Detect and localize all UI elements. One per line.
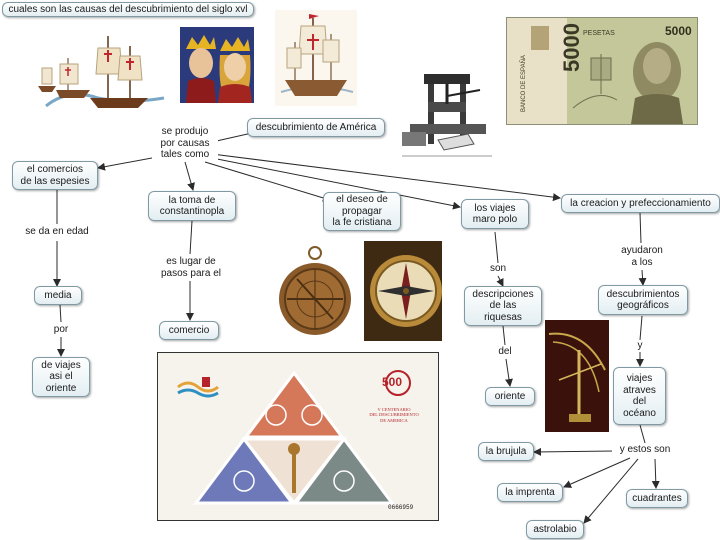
concept-descubrimientos-geograficos[interactable]: descubrimientos geográficos xyxy=(598,285,688,315)
link-phrase-es-lugar-de[interactable]: es lugar de pasos para el xyxy=(152,256,230,279)
concept-oriente[interactable]: oriente xyxy=(485,387,535,406)
banknote-currency: PESETAS xyxy=(583,30,615,37)
stamp-anniversary-mark: 500 xyxy=(382,375,403,389)
stamp-serial-number: 0666959 xyxy=(388,504,414,511)
link-descubrimientos-y xyxy=(639,315,643,341)
link-phrase-se-produjo[interactable]: se produjo por causas tales como xyxy=(152,126,218,161)
link-phrase-y-estos-son[interactable]: y estos son xyxy=(612,444,678,456)
concept-cuadrantes[interactable]: cuadrantes xyxy=(626,489,688,508)
link-phrase-ayudaron-a-los[interactable]: ayudaron a los xyxy=(612,245,672,268)
concept-comercio-de-especies[interactable]: el comercios de las espesies xyxy=(12,161,98,190)
banknote-bank-name: BANCO DE ESPAÑA xyxy=(521,55,527,112)
caravel-illustration xyxy=(275,10,357,106)
link-phrase-por[interactable]: por xyxy=(48,324,74,336)
concept-toma-de-constantinopla[interactable]: la toma de constantinopla xyxy=(148,191,236,221)
concept-viajes-marco-polo[interactable]: los viajes maro polo xyxy=(461,199,529,229)
catholic-monarchs-portrait xyxy=(180,27,254,103)
link-phrase-son[interactable]: son xyxy=(484,263,512,275)
concept-creacion-perfeccionamiento[interactable]: la creacion y prefeccionamiento xyxy=(561,194,720,213)
concept-astrolabio[interactable]: astrolabio xyxy=(526,520,584,539)
link-phrase-se-da-en-edad[interactable]: se da en edad xyxy=(18,226,96,238)
link-yestos-brujula xyxy=(533,447,615,456)
link-viajes-son xyxy=(494,231,499,264)
banknote-denomination-vertical: 5000 xyxy=(559,23,584,72)
link-media-por xyxy=(59,304,62,323)
link-viajes-yestos xyxy=(639,424,646,444)
banknote-5000-pesetas: BANCO DE ESPAÑA PESETAS 5000 5000 xyxy=(506,17,698,125)
link-yestos-imprenta xyxy=(563,457,631,488)
concept-la-imprenta[interactable]: la imprenta xyxy=(497,483,563,502)
concept-deseo-de-propagar-fe[interactable]: el deseo de propagar la fe cristiana xyxy=(323,192,401,231)
link-descripciones-del xyxy=(502,325,506,346)
link-ayudaron-descubrimientos xyxy=(638,269,647,286)
link-phrase-y[interactable]: y xyxy=(632,340,648,352)
link-del-oriente xyxy=(505,358,513,387)
stamp-caption: V CENTENARIO DEL DESCUBRIMIENTO DE AMERI… xyxy=(369,407,419,423)
commemorative-stamp-sheet: 500 V CENTENARIO DEL DESCUBRIMIENTO DE A… xyxy=(157,352,439,521)
link-root-phrase xyxy=(211,132,253,143)
concept-descripciones-riquezas[interactable]: descripciones de las riquesas xyxy=(464,286,542,326)
link-yestos-astrolabio xyxy=(583,458,639,524)
concept-map-title[interactable]: cuales son las causas del descubrimiento… xyxy=(2,2,254,17)
concept-la-brujula[interactable]: la brujula xyxy=(478,442,534,461)
printing-press-illustration xyxy=(398,70,496,162)
banknote-denomination: 5000 xyxy=(665,24,692,38)
link-yestos-cuadrantes xyxy=(651,458,660,489)
link-creacion-ayudaron xyxy=(639,212,642,244)
link-phrase-creacion xyxy=(211,153,561,202)
link-phrase-deseo xyxy=(204,161,331,202)
ships-illustration xyxy=(38,28,170,112)
compass-image xyxy=(364,241,442,341)
link-phrase-toma xyxy=(184,161,195,191)
link-son-descripciones xyxy=(496,275,504,287)
link-toma-eslugar xyxy=(189,220,193,255)
concept-viajes-al-oriente[interactable]: de viajes asi el oriente xyxy=(32,357,90,397)
concept-media[interactable]: media xyxy=(34,286,82,305)
concept-viajes-a-traves-del-oceano[interactable]: viajes atraves del océano xyxy=(613,367,666,425)
link-phrase-del[interactable]: del xyxy=(492,346,518,358)
armillary-instrument-image xyxy=(545,320,609,432)
astrolabe-image xyxy=(275,243,355,343)
link-phrase-viajes xyxy=(211,157,461,210)
concept-comercio[interactable]: comercio xyxy=(159,321,219,340)
concept-descubrimiento-de-america[interactable]: descubrimiento de América xyxy=(247,118,385,137)
